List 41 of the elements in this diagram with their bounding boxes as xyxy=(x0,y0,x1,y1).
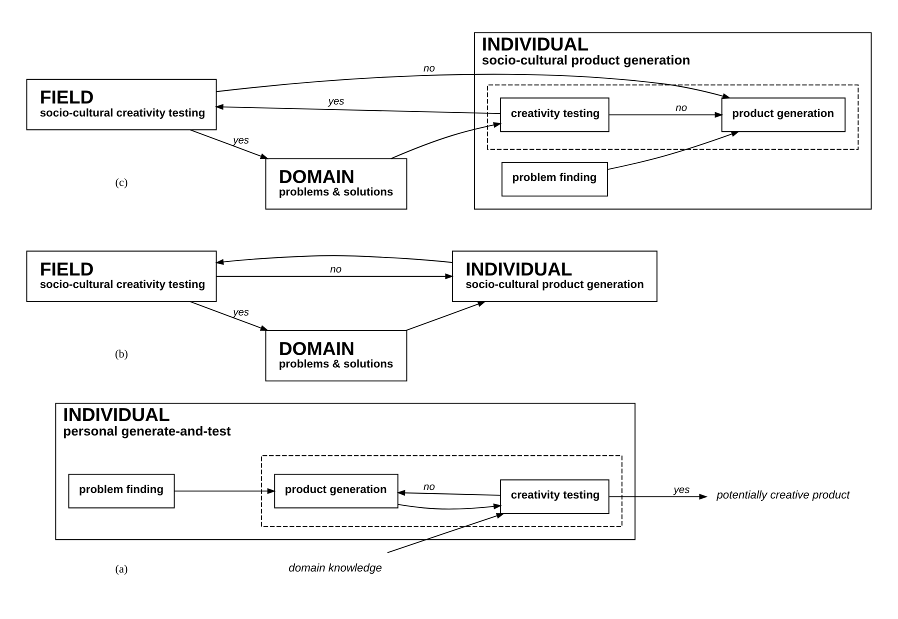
edge-label: yes xyxy=(233,307,250,318)
node-box: product generation xyxy=(721,98,846,132)
label: (c) xyxy=(115,176,128,189)
arrow xyxy=(216,273,454,280)
arrow xyxy=(190,301,269,331)
node-box: DOMAIN problems & solutions xyxy=(265,330,408,382)
arrow xyxy=(396,490,501,496)
arrow xyxy=(214,104,501,114)
edge-label: no xyxy=(330,264,342,276)
arrow xyxy=(607,131,740,170)
node-box: DOMAIN problems & solutions xyxy=(265,158,408,210)
arrow xyxy=(216,74,731,99)
label: (b) xyxy=(115,348,128,361)
cluster xyxy=(261,455,622,528)
arrow xyxy=(215,255,453,265)
arrow xyxy=(608,112,724,118)
node-text: domain knowledge xyxy=(288,562,382,574)
arrow xyxy=(386,513,505,554)
arrow xyxy=(406,301,486,331)
edge-label: no xyxy=(424,482,435,493)
node-box: problem finding xyxy=(502,162,608,197)
node-box: problem finding xyxy=(68,474,175,508)
node-box: FIELD socio-cultural creativity testing xyxy=(26,78,217,130)
arrow xyxy=(398,504,502,510)
arrow xyxy=(608,494,708,500)
node-box: INDIVIDUAL socio-cultural product generation xyxy=(452,250,658,302)
node-box: FIELD socio-cultural creativity testing xyxy=(26,250,217,302)
edge-label: yes xyxy=(328,96,344,108)
arrow xyxy=(390,122,502,160)
label: (a) xyxy=(115,563,128,576)
edge-label: yes xyxy=(233,136,250,147)
arrow xyxy=(174,488,276,494)
node-box: creativity testing xyxy=(500,98,610,132)
edge-label: no xyxy=(676,102,688,114)
edge-label: no xyxy=(424,64,435,75)
arrow xyxy=(190,129,269,160)
node-box: product generation xyxy=(274,474,398,508)
node-box: creativity testing xyxy=(500,479,610,514)
edge-label: yes xyxy=(674,484,690,496)
cluster xyxy=(487,84,859,150)
node-text: potentially creative product xyxy=(716,490,850,502)
